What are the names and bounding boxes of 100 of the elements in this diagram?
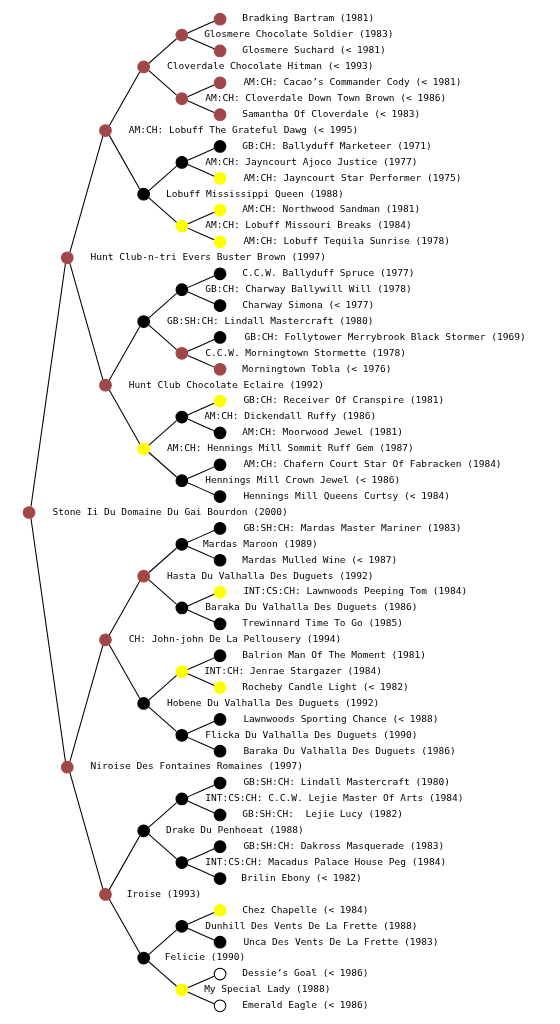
node-label: AM:CH: Northwood Sandman (1981) xyxy=(242,202,421,214)
node-circle xyxy=(175,792,189,805)
node-label: Chez Chapelle (< 1984) xyxy=(242,903,369,915)
node-label: Hasta Du Valhalla Des Duguets (1992) xyxy=(167,568,374,580)
node-label: AM:CH: Lobuff The Grateful Dawg (< 1995) xyxy=(128,123,359,135)
connector xyxy=(148,801,178,828)
node-circle xyxy=(213,617,227,630)
node-circle xyxy=(213,457,227,471)
node-circle xyxy=(213,44,227,57)
connector xyxy=(148,37,178,64)
connector xyxy=(187,911,215,925)
node-circle xyxy=(213,712,227,726)
connector xyxy=(187,545,215,559)
connector xyxy=(108,580,141,636)
node-label: GB:SH:CH: Lejie Lucy (1982) xyxy=(242,807,404,819)
node-label: AM:CH: Hennings Mill Sommit Ruff Gem (1987) xyxy=(167,441,414,453)
node-label: AM:CH: Jayncourt Star Performer (1975) xyxy=(243,171,462,183)
node-label: GB:SH:CH: Lindall Mastercraft (1980) xyxy=(243,775,450,787)
node-circle xyxy=(175,28,189,41)
node-circle xyxy=(137,187,151,201)
node-circle xyxy=(213,967,227,980)
connector xyxy=(108,70,141,126)
node-label: CH: John-john De La Pellousery (1994) xyxy=(128,632,342,644)
node-label: GB:SH:CH: Lindall Mastercraft (1980) xyxy=(167,314,374,326)
node-label: Dunhill Des Vents De La Frette (1988) xyxy=(205,919,418,931)
connector xyxy=(108,898,141,954)
connector xyxy=(187,418,215,431)
connector xyxy=(108,325,141,381)
node-circle xyxy=(213,298,227,312)
connector xyxy=(187,656,215,670)
node-circle xyxy=(213,585,227,598)
node-label: Trewinnard Time To Go (1985) xyxy=(242,616,404,628)
node-circle xyxy=(213,489,227,503)
node-label: Lobuff Mississippi Queen (1988) xyxy=(165,187,344,199)
connector xyxy=(148,165,178,191)
connector xyxy=(187,847,215,861)
connector xyxy=(148,451,178,478)
node-label: My Special Lady (1988) xyxy=(204,982,331,994)
node-circle xyxy=(99,632,112,646)
connector xyxy=(187,927,215,941)
node-circle xyxy=(213,808,227,821)
node-label: Dessie’s Goal (< 1986) xyxy=(242,966,369,978)
connector xyxy=(30,517,66,762)
node-circle xyxy=(213,903,227,917)
node-label: Lawnwoods Sporting Chance (< 1988) xyxy=(243,712,439,724)
node-label: Hobene Du Valhalla Des Duguets (1992) xyxy=(167,696,380,708)
node-circle xyxy=(175,91,189,105)
node-circle xyxy=(213,999,227,1012)
node-label: INT:CH: Jenrae Stargazer (1984) xyxy=(204,664,383,676)
node-circle xyxy=(175,919,189,933)
node-label: Unca Des Vents De La Frette (1983) xyxy=(243,935,439,947)
node-label: Glosmere Chocolate Soldier (1983) xyxy=(204,27,394,39)
node-circle xyxy=(213,553,227,567)
node-label: Baraka Du Valhalla Des Duguets (1986) xyxy=(205,600,418,612)
node-circle xyxy=(175,155,189,169)
node-label: Charway Simona (< 1977) xyxy=(242,298,375,310)
node-label: Glosmere Suchard (< 1981) xyxy=(242,43,386,55)
connector xyxy=(187,784,215,797)
node-label: INT:CS:CH: Lawnwoods Peeping Tom (1984) xyxy=(243,584,468,596)
connector xyxy=(187,800,215,813)
node-circle xyxy=(213,935,227,949)
connector xyxy=(187,99,215,113)
node-label: C.C.W. Morningtown Stormette (1978) xyxy=(205,346,407,358)
connector xyxy=(187,163,215,177)
node-circle xyxy=(175,410,189,423)
node-circle xyxy=(99,887,112,901)
connector xyxy=(148,960,178,987)
connector xyxy=(187,863,215,877)
connector xyxy=(187,290,215,304)
node-circle xyxy=(175,473,189,487)
node-label: Baraka Du Valhalla Des Duguets (1986) xyxy=(243,744,456,756)
node-label: INT:CS:CH: Macadus Palace House Peg (1984) xyxy=(205,855,447,867)
node-label: AM:CH: Jayncourt Ajoco Justice (1977) xyxy=(205,155,418,167)
node-circle xyxy=(213,394,227,407)
node-circle xyxy=(213,266,227,280)
connector xyxy=(187,736,215,750)
connector xyxy=(187,147,215,161)
node-label: Hennings Mill Queens Curtsy (< 1984) xyxy=(243,489,450,501)
node-label: Mardas Mulled Wine (< 1987) xyxy=(242,553,398,565)
connector xyxy=(187,36,215,49)
connector xyxy=(148,69,178,96)
node-label: Flicka Du Valhalla Des Duguets (1990) xyxy=(205,728,418,740)
connector xyxy=(148,292,178,319)
connector xyxy=(187,720,215,734)
node-label: AM:CH: Cloverdale Down Town Brown (< 1986) xyxy=(205,91,447,103)
node-circle xyxy=(175,855,189,869)
node-circle xyxy=(175,282,189,296)
node-label: GB:CH: Ballyduff Marketeer (1971) xyxy=(242,139,432,151)
connector xyxy=(187,274,215,288)
node-label: Niroise Des Fontaines Romaines (1997) xyxy=(90,759,303,771)
node-label: AM:CH: Lobuff Tequila Sunrise (1978) xyxy=(243,234,450,246)
node-label: Brilin Ebony (< 1982) xyxy=(241,871,362,883)
node-label: INT:CS:CH: C.C.W. Lejie Master Of Arts (1984) xyxy=(205,791,464,803)
connector xyxy=(187,211,215,224)
node-circle xyxy=(213,871,227,885)
connector xyxy=(187,20,215,33)
connector xyxy=(108,834,141,890)
node-label: GB:SH:CH: Mardas Master Mariner (1983) xyxy=(243,521,462,533)
node-circle xyxy=(137,442,151,455)
connector xyxy=(187,609,215,622)
